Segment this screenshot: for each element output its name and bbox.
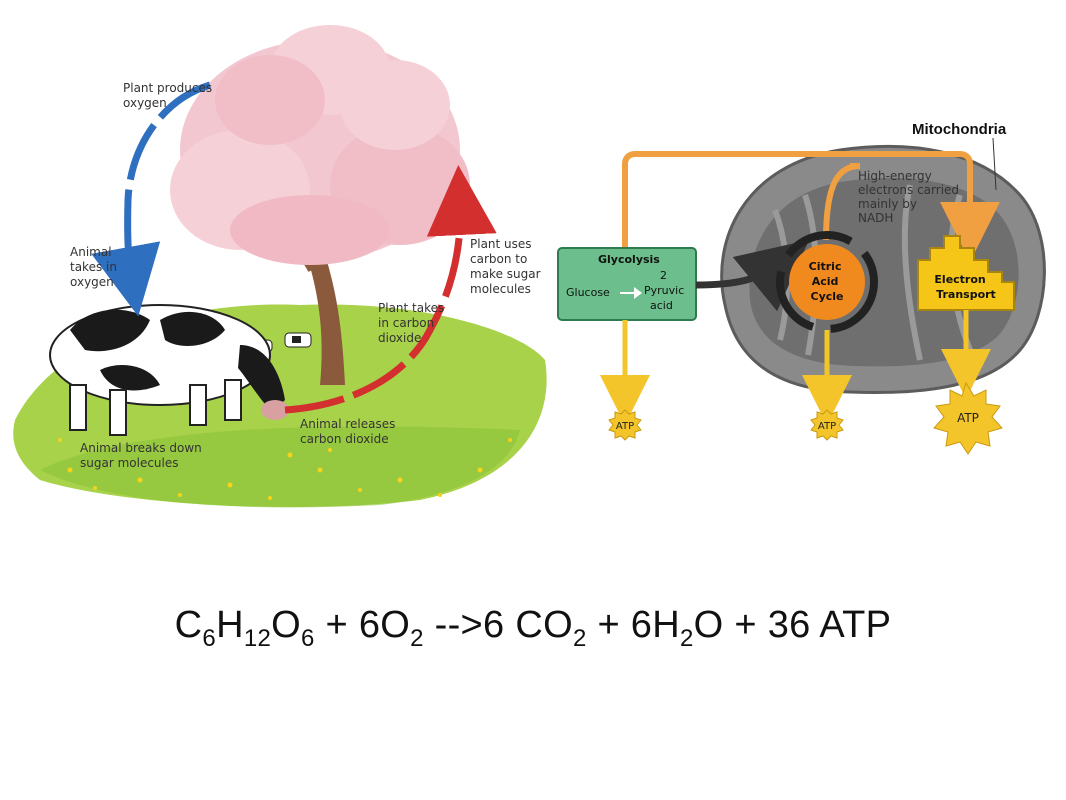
oxygen-arrow (91, 81, 212, 317)
eq-arrow-co2: -->6 CO (423, 604, 573, 646)
atp-burst-small-1: ATP (608, 409, 642, 441)
svg-text:ATP: ATP (616, 421, 634, 432)
eq-atp: + 36 ATP (723, 604, 892, 646)
eq-water-o: O (693, 604, 724, 646)
mitochondria-label: Mitochondria (912, 121, 1007, 138)
carbon-oxygen-cycle-illustration: Plant produces oxygen Animal takes in ox… (13, 25, 547, 508)
citric-acid-cycle-circle (789, 244, 865, 320)
electron-transport-box (917, 235, 1015, 311)
svg-text:ATP: ATP (818, 421, 836, 432)
tree (170, 25, 470, 385)
label-plant-takes-in-co2: Plant takes in carbon dioxide (378, 301, 448, 345)
label-plant-uses-carbon: Plant uses carbon to make sugar molecule… (470, 237, 544, 296)
eq-h-sub: 12 (243, 625, 272, 652)
citric-acid-cycle-label: Citric Acid Cycle (809, 260, 846, 303)
atp-burst-large: ATP (933, 381, 1003, 455)
label-animal-releases-co2: Animal releases carbon dioxide (300, 417, 399, 446)
svg-text:ATP: ATP (957, 411, 979, 425)
high-energy-electrons-label: High-energy electrons carried mainly by … (858, 169, 963, 225)
cow (49, 304, 289, 436)
eq-water: + 6H (586, 604, 680, 646)
glycolysis-title: Glycolysis (598, 253, 660, 266)
eq-o-sub: 6 (300, 625, 315, 652)
label-animal-breaks-down-sugar: Animal breaks down sugar molecules (80, 441, 206, 470)
eq-oxygen: + 6O (314, 604, 411, 646)
glucose-to-pyruvic-arrow (620, 287, 642, 299)
atp-burst-small-2: ATP (810, 409, 844, 441)
citric-acid-cycle-ring (776, 231, 878, 333)
mitochondria-pointer (992, 137, 997, 191)
eq-co2-sub: 2 (572, 625, 587, 652)
eq-c-sub: 6 (202, 625, 217, 652)
glucose-label: Glucose (566, 286, 610, 299)
cellular-respiration-equation: C6H12O6 + 6O2 -->6 CO2 + 6H2O + 36 ATP (0, 604, 1066, 651)
electron-transport-label: Electron Transport (934, 273, 995, 301)
eq-water-sub: 2 (679, 625, 694, 652)
pyruvate-to-citric-arrow (695, 239, 810, 312)
label-animal-takes-in-oxygen: Animal takes in oxygen (70, 245, 121, 289)
citric-to-transport-arrow (823, 163, 861, 241)
eq-h: H (216, 604, 244, 646)
glycolysis-to-transport-arrow (622, 151, 1000, 262)
carbon-dioxide-arrow (284, 165, 497, 414)
mitochondria-diagram: Mitochondria High-energy electrons carri… (557, 121, 1046, 455)
label-plant-produces-oxygen: Plant produces oxygen (123, 81, 216, 110)
flowers (58, 438, 512, 500)
pyruvic-acid-label: 2 Pyruvic acid (644, 269, 688, 312)
eq-oxygen-sub: 2 (410, 625, 424, 652)
eq-o: O (271, 604, 301, 646)
eq-c: C (174, 604, 203, 646)
